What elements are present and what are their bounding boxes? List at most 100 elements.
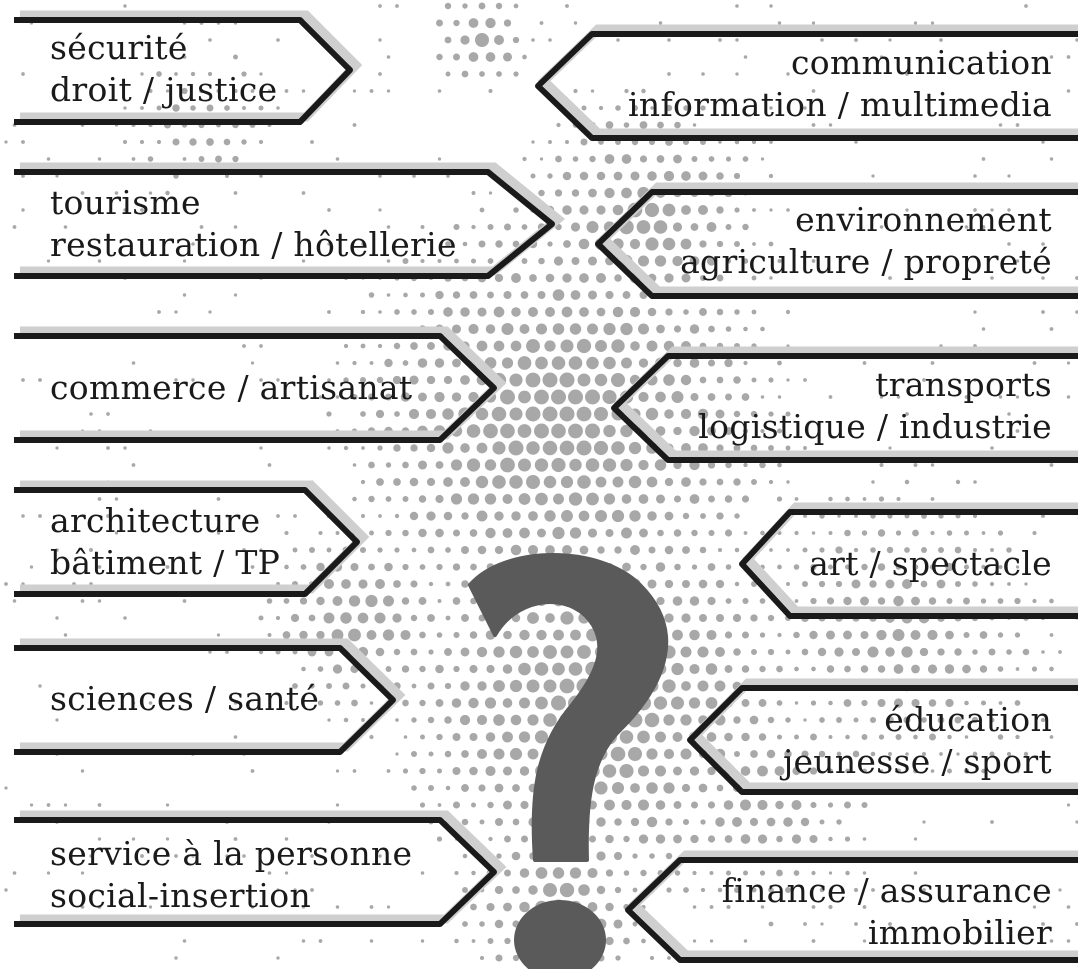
- halftone-dot: [759, 870, 766, 876]
- halftone-dot: [352, 360, 357, 366]
- halftone-dot: [409, 511, 419, 521]
- halftone-dot: [725, 224, 732, 230]
- halftone-dot: [348, 628, 361, 642]
- halftone-dot: [565, 4, 569, 8]
- sign-label-right-4: éducation jeunesse / sport: [782, 700, 1052, 781]
- halftone-dot: [793, 631, 800, 639]
- halftone-dot: [191, 242, 195, 246]
- halftone-dot: [420, 225, 425, 229]
- halftone-dot: [435, 528, 444, 538]
- halftone-dot: [768, 445, 774, 451]
- sign-arrow-left-1: [14, 162, 566, 279]
- halftone-dot: [649, 853, 655, 859]
- question-mark-icon: [468, 553, 669, 969]
- halftone-dot: [174, 956, 178, 960]
- halftone-dot: [555, 155, 562, 163]
- halftone-dot: [469, 732, 478, 742]
- halftone-dot: [250, 769, 255, 773]
- halftone-dot: [512, 784, 520, 792]
- halftone-dot: [1049, 666, 1054, 672]
- halftone-dot: [327, 208, 331, 212]
- halftone-dot: [682, 512, 690, 520]
- halftone-dot: [707, 393, 716, 401]
- halftone-dot: [452, 358, 461, 368]
- halftone-dot: [810, 597, 817, 605]
- halftone-dot: [809, 834, 818, 844]
- halftone-dot: [844, 529, 851, 537]
- halftone-dot: [385, 462, 392, 468]
- halftone-dot: [862, 768, 867, 774]
- halftone-dot: [394, 411, 400, 417]
- halftone-dot: [998, 939, 1003, 943]
- halftone-dot: [301, 905, 306, 909]
- sign-arrow-right-2: [611, 346, 1078, 463]
- halftone-dot: [1075, 38, 1078, 42]
- halftone-dot: [637, 765, 650, 777]
- halftone-dot: [114, 531, 119, 535]
- halftone-dot: [817, 647, 827, 657]
- halftone-dot: [301, 89, 306, 93]
- halftone-dot: [862, 905, 867, 909]
- halftone-dot: [683, 105, 689, 111]
- halftone-dot: [386, 55, 391, 59]
- halftone-dot: [470, 563, 477, 571]
- halftone-dot: [543, 475, 557, 489]
- halftone-dot: [224, 105, 230, 111]
- halftone-dot: [382, 595, 395, 607]
- halftone-dot: [444, 36, 452, 44]
- halftone-dot: [605, 121, 614, 129]
- halftone-dot: [844, 665, 851, 673]
- halftone-dot: [998, 701, 1003, 705]
- halftone-dot: [1049, 598, 1054, 604]
- sign-label-right-3: art / spectacle: [809, 544, 1052, 583]
- halftone-dot: [971, 716, 979, 724]
- halftone-dot: [435, 664, 444, 674]
- halftone-dot: [427, 682, 435, 690]
- halftone-dot: [794, 530, 799, 536]
- halftone-dot: [131, 361, 136, 365]
- halftone-dot: [587, 867, 598, 879]
- halftone-dot: [377, 445, 383, 451]
- halftone-dot: [351, 393, 358, 401]
- halftone-dot: [443, 375, 453, 385]
- halftone-dot: [80, 599, 85, 603]
- halftone-dot: [629, 510, 641, 522]
- halftone-dot: [361, 446, 365, 450]
- halftone-dot: [276, 514, 280, 518]
- halftone-dot: [980, 700, 987, 706]
- halftone-dot: [1066, 803, 1071, 807]
- halftone-dot: [469, 291, 478, 299]
- halftone-dot: [368, 495, 375, 503]
- halftone-dot: [734, 309, 740, 315]
- halftone-dot: [471, 224, 476, 230]
- halftone-dot: [860, 630, 869, 640]
- halftone-dot: [776, 428, 783, 434]
- sign-label-left-4: sciences / santé: [50, 679, 320, 718]
- halftone-dot: [493, 714, 505, 726]
- halftone-dot: [861, 530, 868, 536]
- halftone-dot: [401, 665, 410, 673]
- halftone-dot: [888, 752, 892, 756]
- halftone-dot: [936, 579, 946, 589]
- halftone-dot: [828, 836, 833, 842]
- halftone-dot: [862, 939, 867, 943]
- halftone-dot: [672, 222, 683, 232]
- halftone-dot: [502, 52, 513, 62]
- halftone-dot: [681, 477, 691, 487]
- halftone-dot: [777, 395, 782, 399]
- halftone-dot: [998, 395, 1003, 399]
- halftone-dot: [732, 613, 742, 623]
- halftone-dot: [1031, 666, 1038, 672]
- sign-arrow-left-3: [14, 480, 370, 597]
- halftone-dot: [55, 548, 59, 552]
- halftone-dot: [733, 376, 741, 384]
- halftone-dot: [443, 477, 453, 487]
- halftone-dot: [913, 734, 918, 740]
- halftone-dot: [97, 565, 102, 569]
- halftone-dot: [525, 406, 541, 422]
- halftone-dot: [867, 646, 879, 658]
- halftone-dot: [267, 633, 272, 637]
- halftone-dot: [595, 272, 607, 284]
- halftone-dot: [587, 256, 598, 266]
- halftone-dot: [913, 871, 918, 875]
